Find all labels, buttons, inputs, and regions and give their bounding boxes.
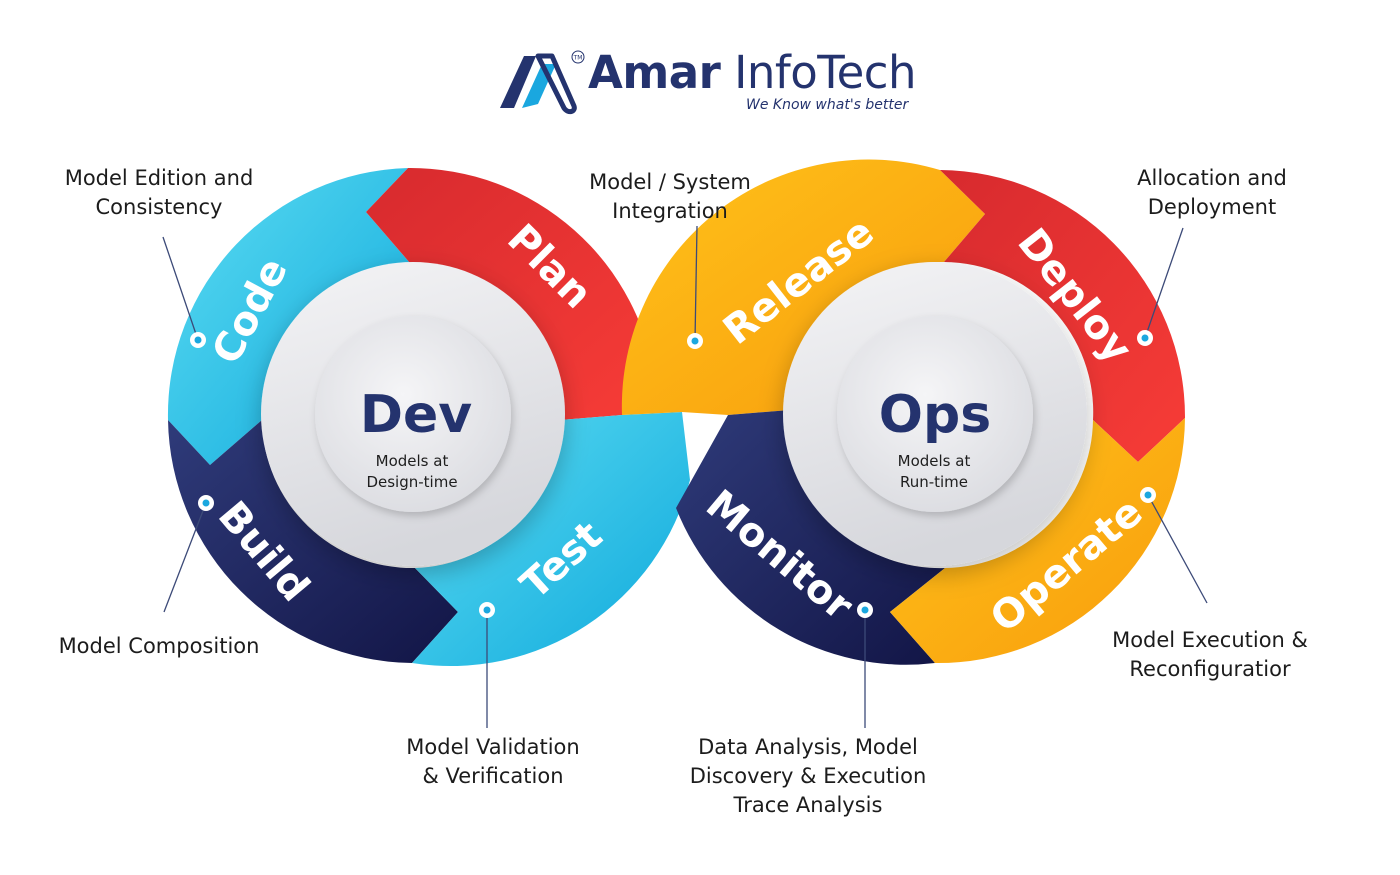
marker-dot-test	[479, 602, 495, 618]
marker-dot-operate	[1140, 487, 1156, 503]
dev-title: Dev	[360, 385, 472, 445]
brand-name: Amar InfoTech	[588, 46, 917, 99]
marker-dot-monitor	[857, 602, 873, 618]
brand-name-rest: InfoTech	[734, 46, 917, 99]
leader-line-release	[694, 225, 698, 342]
brand-name-bold: Amar	[588, 46, 721, 99]
release-segment	[621, 159, 985, 415]
marker-dot-code	[190, 332, 206, 348]
dev-hub-inner	[315, 316, 511, 512]
brand-tagline: We Know what's better	[746, 97, 909, 113]
monitor-segment	[676, 410, 945, 665]
note-test: Model Validation & Verification	[406, 735, 580, 788]
test-segment	[412, 412, 690, 667]
ops-subtitle-line1: Models at	[898, 452, 971, 470]
note-operate: Model Execution & Reconfiguratior	[1112, 628, 1308, 681]
ops-subtitle-line2: Run-time	[900, 473, 968, 491]
leader-line-deploy	[1144, 227, 1184, 339]
marker-dot-release	[687, 333, 703, 349]
marker-dot-deploy	[1137, 330, 1153, 346]
ops-hub-inner	[837, 316, 1033, 512]
leader-line-code	[162, 236, 199, 341]
trademark-mark: TM	[573, 55, 583, 62]
ops-title: Ops	[879, 385, 991, 445]
brand-logo-icon: TM	[500, 50, 585, 115]
note-monitor: Data Analysis, Model Discovery & Executi…	[689, 735, 927, 817]
leader-line-operate	[1147, 494, 1208, 604]
plan-segment	[366, 167, 656, 420]
dev-subtitle-line1: Models at	[376, 452, 449, 470]
note-release: Model / System Integration	[589, 170, 751, 223]
note-code: Model Edition and Consistency	[64, 166, 254, 219]
note-build: Model Composition	[58, 634, 260, 658]
marker-dot-build	[198, 495, 214, 511]
leader-line-build	[163, 502, 207, 613]
note-deploy: Allocation and Deployment	[1137, 166, 1287, 219]
dev-subtitle-line2: Design-time	[366, 473, 457, 491]
code-segment	[167, 168, 410, 465]
deploy-segment	[940, 170, 1186, 462]
operate-segment	[890, 418, 1185, 664]
build-segment	[168, 420, 458, 663]
